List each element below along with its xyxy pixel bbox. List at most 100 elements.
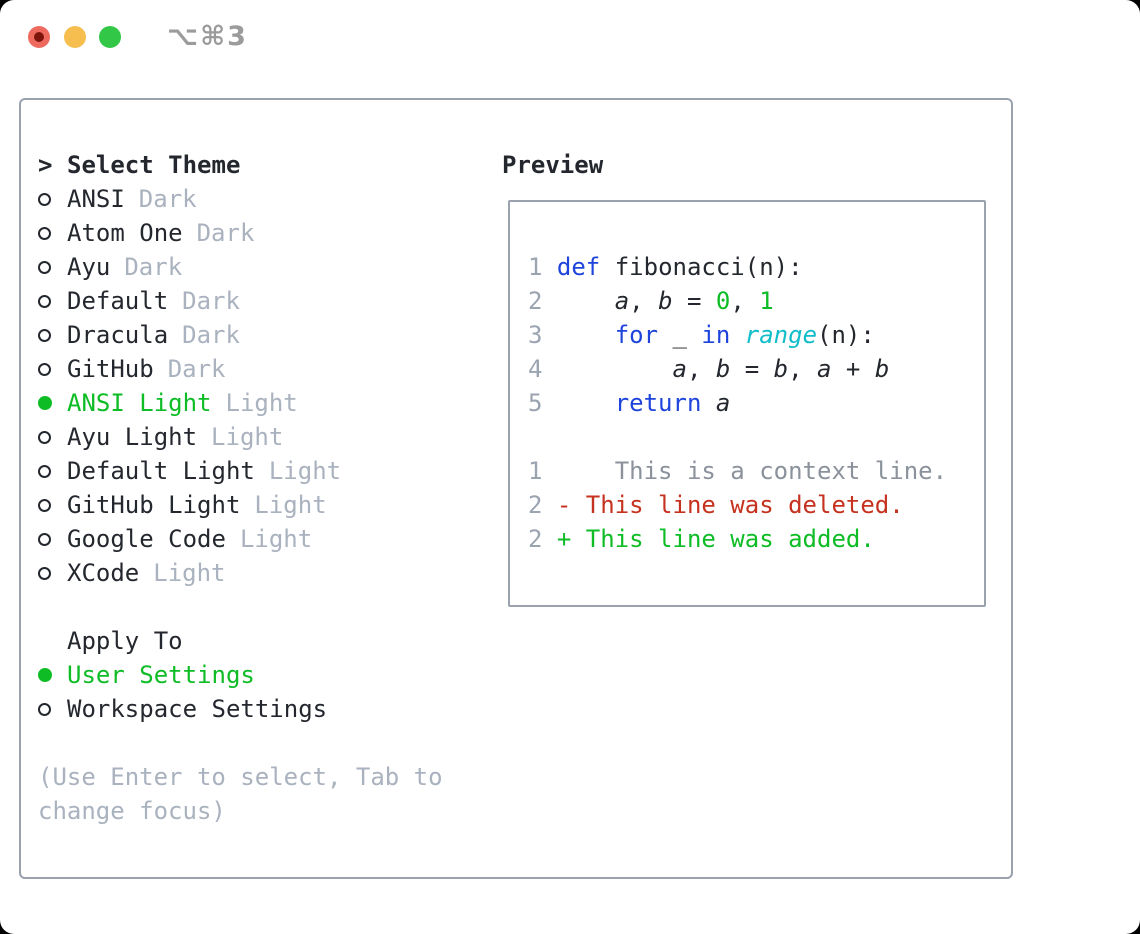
- radio-selected-icon: [38, 396, 67, 410]
- theme-option[interactable]: Default Light Light: [38, 454, 341, 488]
- zoom-button[interactable]: [99, 26, 121, 48]
- theme-option[interactable]: Default Dark: [38, 284, 341, 318]
- close-button[interactable]: [28, 26, 50, 48]
- code-token-var: a: [614, 287, 630, 315]
- code-token-kw: def: [556, 253, 601, 281]
- select-theme-title: Select Theme: [67, 151, 241, 179]
- unsaved-indicator-dot: [34, 32, 44, 42]
- code-token: [557, 287, 615, 315]
- theme-variant-tag: Light: [225, 389, 298, 417]
- theme-option-label: Atom One: [67, 219, 183, 247]
- radio-circle: [38, 430, 51, 444]
- focus-prompt-icon: >: [38, 151, 53, 179]
- radio-unselected-icon: [38, 498, 67, 512]
- code-line: 3 for _ in range(n):: [528, 318, 947, 352]
- theme-option[interactable]: Atom One Dark: [38, 216, 341, 250]
- code-token-kw: return: [614, 389, 702, 417]
- theme-option-label: GitHub Light: [67, 491, 241, 519]
- code-token: =: [672, 287, 716, 315]
- theme-variant-tag: Light: [268, 457, 342, 485]
- theme-option-label: GitHub: [67, 355, 154, 383]
- hint-line: (Use Enter to select, Tab to: [38, 763, 443, 791]
- code-line: 1 def fibonacci(n):: [528, 250, 947, 284]
- minimize-button[interactable]: [64, 26, 86, 48]
- code-line: 2 + This line was added.: [528, 522, 947, 556]
- theme-variant-tag: Dark: [182, 287, 240, 315]
- radio-circle: [38, 464, 51, 478]
- code-token-num: 1: [759, 287, 774, 315]
- code-token: ,: [629, 287, 659, 315]
- theme-option[interactable]: GitHub Light Light: [38, 488, 341, 522]
- radio-selected-icon: [38, 668, 67, 682]
- code-token-var: b: [874, 355, 890, 383]
- line-number: 2: [528, 525, 557, 553]
- radio-unselected-icon: [38, 192, 67, 206]
- line-number: [528, 423, 557, 451]
- radio-unselected-icon: [38, 226, 67, 240]
- preview-title: Preview: [502, 151, 604, 179]
- line-number: 3: [528, 321, 557, 349]
- code-token-kw: for: [614, 321, 659, 349]
- keyboard-hint: (Use Enter to select, Tab to change focus…: [38, 760, 443, 828]
- code-token-builtin: range: [744, 321, 818, 349]
- theme-variant-tag: Light: [254, 491, 327, 519]
- apply-option[interactable]: Workspace Settings: [38, 692, 327, 726]
- radio-circle: [38, 396, 52, 410]
- line-number: 2: [528, 491, 557, 519]
- code-token-kw: in: [701, 321, 731, 349]
- line-number: 4: [528, 355, 557, 383]
- theme-option[interactable]: XCode Light: [38, 556, 341, 590]
- radio-circle: [38, 226, 51, 240]
- code-token: +: [831, 355, 875, 383]
- radio-unselected-icon: [38, 294, 67, 308]
- code-token: ,: [730, 287, 760, 315]
- radio-unselected-icon: [38, 702, 67, 716]
- radio-circle: [38, 498, 51, 512]
- theme-variant-tag: Dark: [167, 355, 226, 383]
- theme-variant-tag: Dark: [196, 219, 255, 247]
- hint-line: change focus): [38, 797, 226, 825]
- theme-variant-tag: Light: [239, 525, 313, 553]
- line-number: 2: [528, 287, 557, 315]
- line-number: 5: [528, 389, 557, 417]
- apply-option[interactable]: User Settings: [38, 658, 327, 692]
- code-token: =: [730, 355, 774, 383]
- select-theme-header: > Select Theme: [38, 148, 240, 182]
- preview-box: [508, 200, 986, 607]
- radio-circle: [38, 668, 52, 682]
- theme-variant-tag: Light: [153, 559, 226, 587]
- code-token: ,: [788, 355, 818, 383]
- code-line: 2 - This line was deleted.: [528, 488, 947, 522]
- line-number: 1: [528, 253, 557, 281]
- code-token-var: a: [672, 355, 687, 383]
- apply-option-label: Workspace Settings: [67, 695, 328, 723]
- radio-unselected-icon: [38, 328, 67, 342]
- code-token-var: b: [715, 355, 731, 383]
- theme-option-label: Ayu Light: [67, 423, 198, 451]
- theme-option-label: Default: [67, 287, 169, 315]
- radio-unselected-icon: [38, 464, 67, 478]
- theme-option-label: ANSI Light: [67, 389, 212, 417]
- radio-circle: [38, 702, 51, 716]
- theme-option[interactable]: ANSI Light Light: [38, 386, 341, 420]
- theme-option-label: Default Light: [67, 457, 255, 485]
- theme-option-label: Ayu: [67, 253, 111, 281]
- code-token: _: [658, 321, 702, 349]
- code-token: [557, 389, 615, 417]
- code-token-var: b: [658, 287, 673, 315]
- code-line: [528, 420, 947, 454]
- radio-unselected-icon: [38, 532, 67, 546]
- radio-unselected-icon: [38, 362, 67, 376]
- theme-option-label: XCode: [67, 559, 140, 587]
- code-token-add: + This line was added.: [556, 525, 875, 553]
- theme-option[interactable]: GitHub Dark: [38, 352, 341, 386]
- theme-option-label: ANSI: [67, 185, 125, 213]
